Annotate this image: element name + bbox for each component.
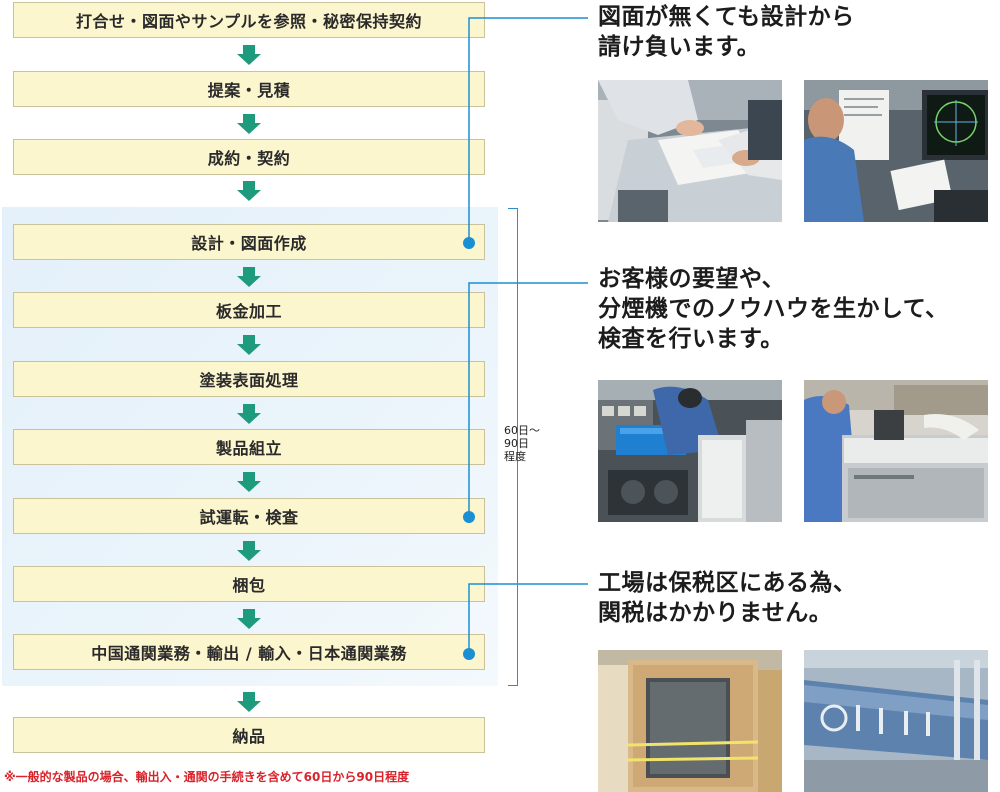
step-assembly: 製品組立 xyxy=(13,429,485,465)
flow-arrow-icon xyxy=(237,181,261,201)
flow-arrow-icon xyxy=(237,267,261,287)
step-packing: 梱包 xyxy=(13,566,485,602)
photo-test-run xyxy=(804,380,988,522)
photo-company-sign xyxy=(804,650,988,792)
flow-arrow-icon xyxy=(237,609,261,629)
step-sheet-metal: 板金加工 xyxy=(13,292,485,328)
callout-line: 請け負います。 xyxy=(598,34,761,60)
duration-label: 60日～ 90日 程度 xyxy=(504,424,560,463)
flow-arrow-icon xyxy=(237,472,261,492)
footnote: ※一般的な製品の場合、輸出入・通関の手続きを含めて60日から90日程度 xyxy=(4,770,410,784)
flow-arrow-icon xyxy=(237,335,261,355)
duration-line: 程度 xyxy=(504,450,526,463)
photo-design-meeting xyxy=(598,80,782,222)
photo-packed-crate xyxy=(598,650,782,792)
step-delivery: 納品 xyxy=(13,717,485,753)
duration-line: 60日～ xyxy=(504,424,540,437)
callout-line: 図面が無くても設計から xyxy=(598,4,855,30)
connector-dot-design xyxy=(463,237,475,249)
callout-line: 工場は保税区にある為、 xyxy=(598,570,857,596)
callout-inspection: お客様の要望や、 分煙機でのノウハウを生かして、 検査を行います。 xyxy=(598,264,949,354)
step-inspection: 試運転・検査 xyxy=(13,498,485,534)
duration-bracket xyxy=(508,208,518,686)
callout-line: 検査を行います。 xyxy=(598,326,784,352)
flow-arrow-icon xyxy=(237,541,261,561)
step-design: 設計・図面作成 xyxy=(13,224,485,260)
connector-dot-customs xyxy=(463,648,475,660)
duration-line: 90日 xyxy=(504,437,529,450)
step-contract: 成約・契約 xyxy=(13,139,485,175)
step-painting: 塗装表面処理 xyxy=(13,361,485,397)
callout-line: 関税はかかりません。 xyxy=(598,600,833,626)
flow-arrow-icon xyxy=(237,692,261,712)
callout-line: お客様の要望や、 xyxy=(598,266,786,292)
photo-cad-engineer xyxy=(804,80,988,222)
flow-arrow-icon xyxy=(237,114,261,134)
step-consultation: 打合せ・図面やサンプルを参照・秘密保持契約 xyxy=(13,2,485,38)
photo-inspection-parts xyxy=(598,380,782,522)
step-customs: 中国通関業務・輸出 / 輸入・日本通関業務 xyxy=(13,634,485,670)
callout-line: 分煙機でのノウハウを生かして、 xyxy=(598,296,949,322)
callout-bonded-zone: 工場は保税区にある為、 関税はかかりません。 xyxy=(598,568,857,628)
callout-design: 図面が無くても設計から 請け負います。 xyxy=(598,2,855,62)
flow-arrow-icon xyxy=(237,45,261,65)
flow-arrow-icon xyxy=(237,404,261,424)
step-proposal: 提案・見積 xyxy=(13,71,485,107)
connector-dot-inspection xyxy=(463,511,475,523)
